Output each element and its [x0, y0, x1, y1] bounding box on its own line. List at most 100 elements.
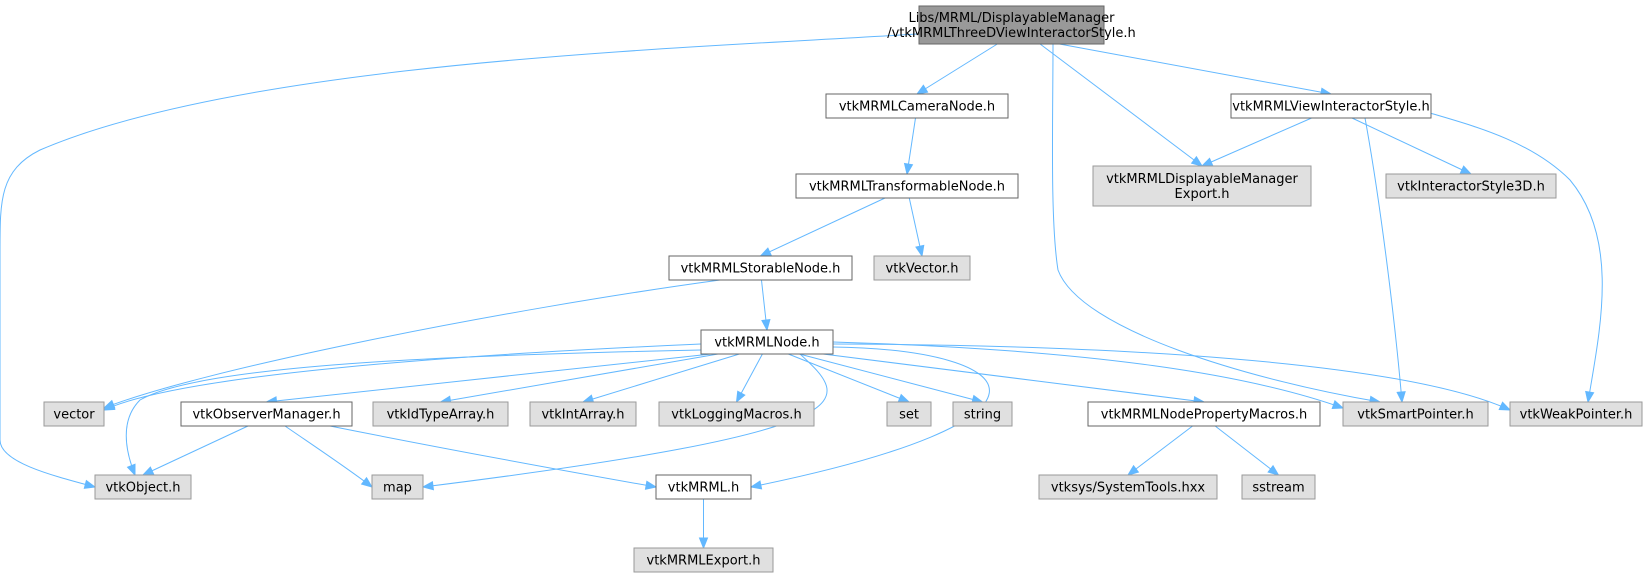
node-label: vtksys/SystemTools.hxx [1051, 481, 1206, 496]
edge-arrowhead [102, 401, 116, 411]
edge-viewstyle-to-weakptr [1429, 112, 1603, 404]
edge-observer-to-mrml [329, 425, 658, 490]
edge-line [750, 346, 990, 488]
edge-arrowhead [360, 476, 374, 488]
edge-layer [0, 33, 1603, 550]
edge-storable-to-node [760, 279, 771, 332]
node-intarray: vtkIntArray.h [529, 401, 637, 427]
node-logging: vtkLoggingMacros.h [658, 401, 815, 427]
node-smartptr: vtkSmartPointer.h [1342, 401, 1489, 427]
node-box [372, 401, 509, 427]
node-label: vtkLoggingMacros.h [671, 408, 801, 423]
node-label: sstream [1252, 481, 1304, 496]
edge-root-to-viewstyle [1059, 43, 1333, 97]
node-label: vtkIntArray.h [541, 408, 624, 423]
node-label: vtkIdTypeArray.h [387, 408, 495, 423]
edge-viewstyle-to-dmexport [1200, 117, 1312, 167]
edge-arrowhead [141, 466, 155, 476]
edge-arrowhead [915, 84, 929, 95]
edge-propmacros-to-sstream [1214, 425, 1280, 476]
edge-node-to-string [799, 353, 984, 404]
edge-line [832, 343, 1511, 411]
edge-line [1351, 117, 1472, 175]
edge-line [0, 33, 918, 488]
edge-line [832, 341, 1344, 409]
node-vector3: vtkVector.h [873, 255, 971, 281]
node-mrml[interactable]: vtkMRML.h [655, 474, 752, 500]
node-box [1342, 401, 1489, 427]
node-set: set [886, 401, 932, 427]
edge-line [103, 279, 721, 409]
edge-arrowhead [1396, 391, 1406, 404]
node-box [94, 474, 192, 500]
node-label: Export.h [1175, 187, 1230, 202]
node-weakptr: vtkWeakPointer.h [1509, 401, 1643, 427]
node-box [1038, 474, 1218, 500]
edge-line [329, 425, 657, 488]
edge-node-to-observer [265, 353, 712, 406]
node-storable[interactable]: vtkMRMLStorableNode.h [668, 255, 853, 281]
edge-line [1364, 117, 1403, 403]
edge-arrowhead [1126, 464, 1140, 476]
edge-arrowhead [915, 244, 925, 258]
edge-transformable-to-storable [759, 197, 886, 257]
node-layer: Libs/MRML/DisplayableManager/vtkMRMLThre… [43, 5, 1643, 573]
edge-viewstyle-to-smartptr [1364, 117, 1406, 404]
node-label: vtkMRMLExport.h [647, 554, 761, 569]
node-map: map [371, 474, 424, 500]
edge-arrowhead [749, 480, 763, 490]
node-box [1241, 474, 1316, 500]
node-viewstyle[interactable]: vtkMRMLViewInteractorStyle.h [1230, 93, 1432, 119]
node-box [825, 93, 1009, 119]
edge-observer-to-map [284, 425, 374, 488]
edge-node-to-smartptr [832, 341, 1345, 409]
node-label: vtkMRMLCameraNode.h [839, 100, 995, 115]
edge-arrowhead [421, 480, 435, 491]
edge-root-to-camera [915, 43, 998, 95]
edge-line [103, 343, 702, 411]
node-string: string [952, 401, 1013, 427]
node-node[interactable]: vtkMRMLNode.h [700, 329, 834, 355]
edge-arrowhead [897, 393, 911, 403]
node-transformable[interactable]: vtkMRMLTransformableNode.h [795, 173, 1019, 199]
edge-line [1201, 117, 1312, 167]
edge-line [1214, 425, 1279, 476]
edge-arrowhead [1459, 165, 1473, 175]
node-box [655, 474, 752, 500]
node-box [633, 547, 774, 573]
edge-line [125, 349, 702, 476]
node-sstream: sstream [1241, 474, 1316, 500]
node-style3d: vtkInteractorStyle3D.h [1385, 173, 1557, 199]
node-observer[interactable]: vtkObserverManager.h [180, 401, 353, 427]
edge-node-to-object [125, 349, 702, 477]
node-label: vtkSmartPointer.h [1357, 408, 1473, 423]
edge-root-to-dmexport [1039, 43, 1204, 167]
edge-arrowhead [1190, 155, 1204, 167]
node-label: Libs/MRML/DisplayableManager [908, 11, 1115, 26]
edge-arrowhead [126, 463, 136, 477]
node-label: map [383, 481, 412, 496]
edge-line [284, 425, 373, 488]
node-root[interactable]: Libs/MRML/DisplayableManager/vtkMRMLThre… [887, 5, 1136, 45]
node-label: vtkObserverManager.h [192, 408, 340, 423]
edge-line [760, 197, 886, 257]
node-box [658, 401, 815, 427]
node-propmacros[interactable]: vtkMRMLNodePropertyMacros.h [1087, 401, 1321, 427]
edge-propmacros-to-systools [1126, 425, 1193, 476]
node-label: vtkMRMLNodePropertyMacros.h [1101, 408, 1307, 423]
edge-camera-to-transformable [903, 117, 916, 176]
node-label: vtkMRMLTransformableNode.h [809, 180, 1005, 195]
node-object: vtkObject.h [94, 474, 192, 500]
node-box [1087, 401, 1321, 427]
edge-arrowhead [698, 537, 709, 550]
node-label: vtkInteractorStyle3D.h [1397, 180, 1545, 195]
node-label: /vtkMRMLThreeDViewInteractorStyle.h [887, 26, 1136, 41]
edge-line [1429, 112, 1603, 403]
edge-arrowhead [1267, 464, 1280, 476]
edge-line [1039, 43, 1203, 167]
edge-arrowhead [761, 319, 771, 332]
edge-node-to-mrml [749, 346, 990, 490]
node-label: vtkMRMLDisplayableManager [1106, 172, 1298, 187]
node-camera[interactable]: vtkMRMLCameraNode.h [825, 93, 1009, 119]
node-box [918, 5, 1105, 45]
